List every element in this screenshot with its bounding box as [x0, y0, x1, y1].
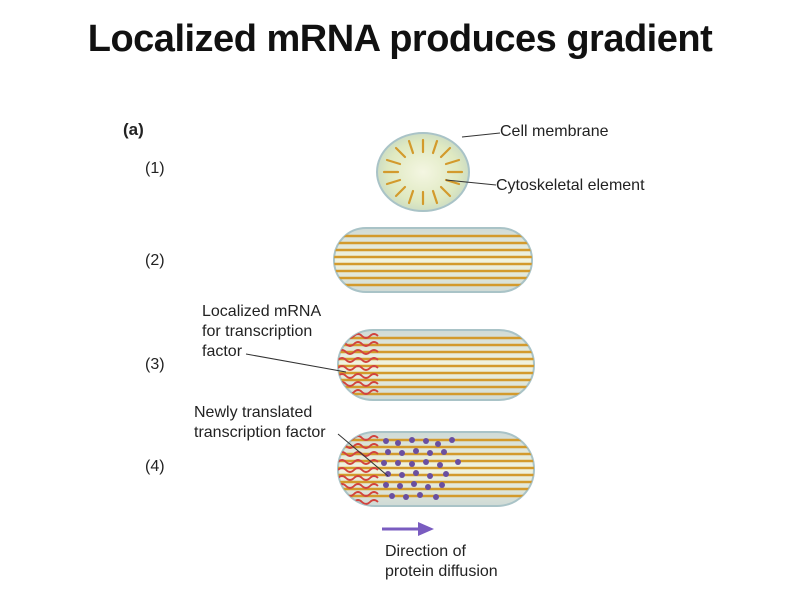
label-direction-line1: Direction of	[385, 543, 466, 560]
stage-label-4: (4)	[145, 458, 165, 475]
label-direction-line2: protein diffusion	[385, 563, 498, 580]
leader-mrna	[245, 353, 347, 373]
cell-1-sphere	[376, 132, 470, 212]
mrna-squiggles-4	[338, 435, 379, 505]
page-title: Localized mRNA produces gradient	[87, 18, 713, 60]
label-newly-translated: Newly translated transcription factor	[194, 403, 326, 443]
leader-cytoskeletal	[445, 179, 497, 186]
label-cytoskeletal-element: Cytoskeletal element	[496, 177, 645, 194]
label-newly-translated-line2: transcription factor	[194, 424, 326, 441]
cell-3-mrna	[337, 329, 535, 401]
label-localized-mrna: Localized mRNA for transcription factor	[202, 302, 321, 362]
direction-arrow	[382, 522, 434, 536]
leader-protein	[337, 433, 389, 477]
stage-label-3: (3)	[145, 356, 165, 373]
stage-label-2: (2)	[145, 252, 165, 269]
panel-label: (a)	[123, 120, 144, 139]
leader-cell-membrane	[461, 132, 501, 138]
protein-dots	[381, 437, 461, 500]
stage-label-1: (1)	[145, 160, 165, 177]
label-cell-membrane: Cell membrane	[500, 123, 609, 140]
cell-4-gradient	[337, 431, 535, 507]
label-direction: Direction of protein diffusion	[385, 542, 498, 582]
label-localized-mrna-line1: Localized mRNA	[202, 303, 322, 320]
label-newly-translated-line1: Newly translated	[194, 404, 313, 421]
label-localized-mrna-line2: for transcription	[202, 323, 313, 340]
label-localized-mrna-line3: factor	[202, 343, 243, 360]
cell-2-elongated	[333, 227, 533, 293]
